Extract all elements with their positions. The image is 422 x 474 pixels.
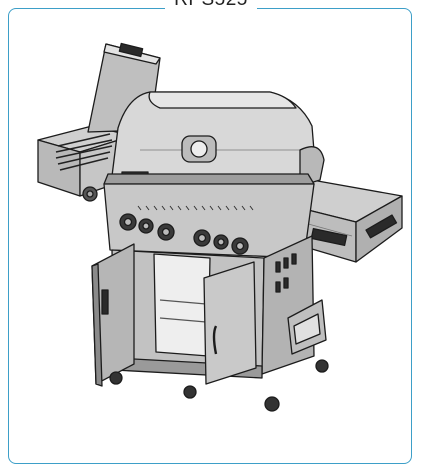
- control-panel: [103, 183, 315, 259]
- door-handle-icon: [212, 325, 218, 355]
- model-label: RPS525: [165, 0, 257, 11]
- left-cabinet-door: [91, 243, 135, 387]
- door-handle-icon: [101, 289, 109, 315]
- side-burner-grate: [55, 133, 113, 171]
- title-bar: RPS525: [0, 0, 422, 11]
- caster-wheel-icon: [109, 359, 329, 412]
- main-lid: [111, 91, 325, 187]
- control-knob-icon: [119, 213, 249, 255]
- lid-handle: [103, 173, 315, 185]
- thermometer-window-icon: [181, 135, 217, 163]
- vent-slots: [275, 253, 297, 293]
- right-cabinet-door: [203, 261, 257, 385]
